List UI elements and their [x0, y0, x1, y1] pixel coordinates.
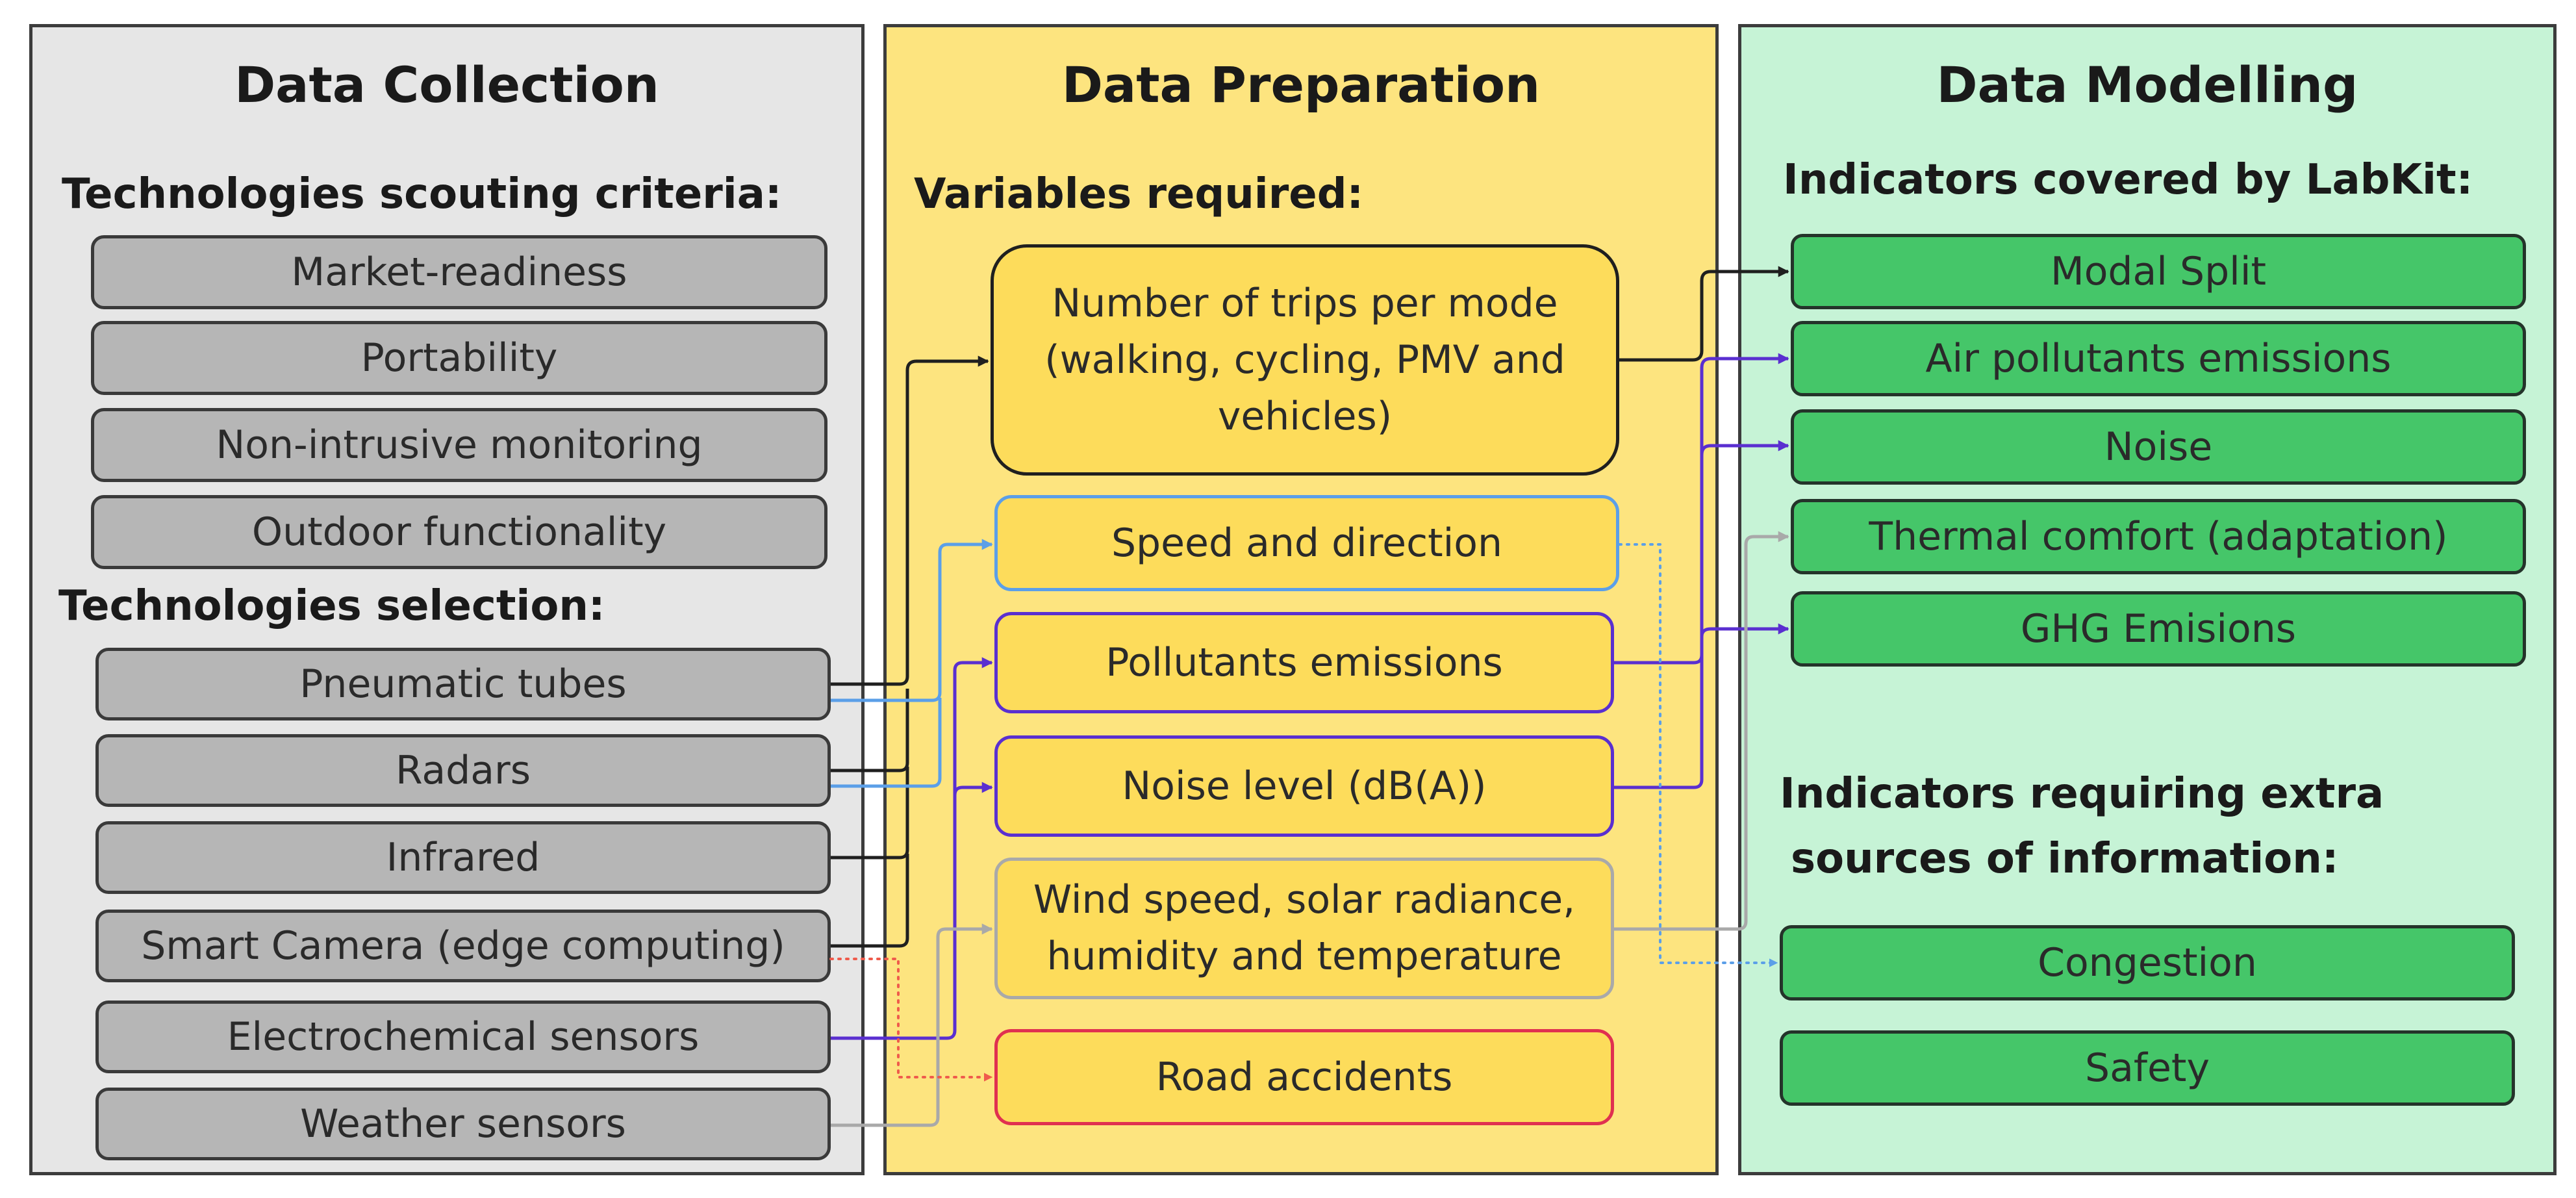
technologies-selection-heading: Technologies selection: [58, 582, 605, 630]
indicator-ghg-emisions: GHG Emisions [1791, 591, 2526, 667]
tech-smart-camera: Smart Camera (edge computing) [95, 910, 831, 982]
data-preparation-title: Data Preparation [1061, 56, 1541, 114]
variable-pollutants-emissions: Pollutants emissions [994, 612, 1614, 713]
criterion-portability: Portability [91, 321, 827, 395]
variable-road-accidents: Road accidents [994, 1029, 1614, 1125]
variable-noise-level: Noise level (dB(A)) [994, 735, 1614, 837]
indicators-extra-heading-line2: sources of information: [1791, 835, 2339, 883]
indicators-covered-heading: Indicators covered by LabKit: [1783, 156, 2473, 204]
tech-radars: Radars [95, 734, 831, 807]
indicators-extra-heading-line1: Indicators requiring extra [1780, 770, 2384, 818]
data-collection-title: Data Collection [234, 56, 659, 114]
indicator-air-pollutants-emissions: Air pollutants emissions [1791, 321, 2526, 396]
criterion-market-readiness: Market-readiness [91, 235, 827, 309]
tech-pneumatic-tubes: Pneumatic tubes [95, 648, 831, 720]
indicator-congestion: Congestion [1780, 925, 2515, 1000]
variable-speed-and-direction: Speed and direction [994, 495, 1619, 591]
indicator-noise: Noise [1791, 409, 2526, 485]
variable-weather-conditions: Wind speed, solar radiance, humidity and… [994, 858, 1614, 999]
criterion-outdoor-functionality: Outdoor functionality [91, 495, 827, 569]
indicator-safety: Safety [1780, 1030, 2515, 1106]
variables-required-heading: Variables required: [914, 170, 1364, 218]
tech-electrochemical-sensors: Electrochemical sensors [95, 1000, 831, 1073]
tech-weather-sensors: Weather sensors [95, 1088, 831, 1160]
variable-number-of-trips: Number of trips per mode (walking, cycli… [991, 244, 1619, 476]
criterion-non-intrusive-monitoring: Non-intrusive monitoring [91, 408, 827, 482]
scouting-criteria-heading: Technologies scouting criteria: [62, 170, 782, 218]
indicator-modal-split: Modal Split [1791, 234, 2526, 309]
data-modelling-title: Data Modelling [1936, 56, 2358, 114]
data-collection-panel: Data Collection [29, 24, 865, 1175]
indicator-thermal-comfort: Thermal comfort (adaptation) [1791, 499, 2526, 574]
tech-infrared: Infrared [95, 821, 831, 894]
